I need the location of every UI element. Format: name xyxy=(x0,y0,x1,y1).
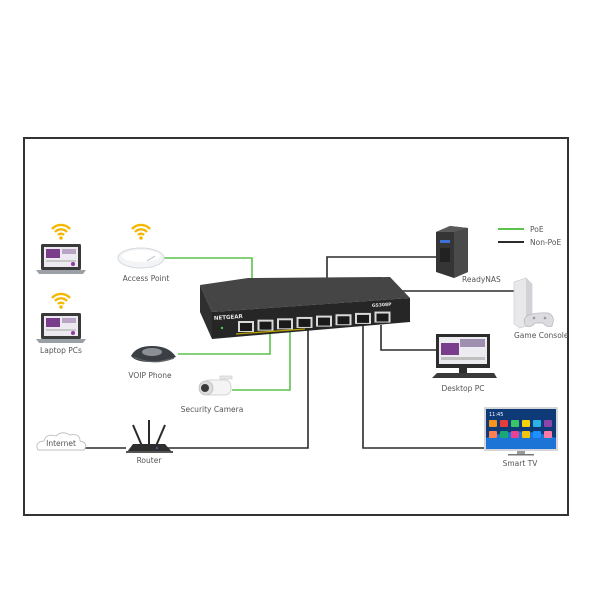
power-led xyxy=(220,326,224,330)
label-smart-tv: Smart TV xyxy=(503,459,539,468)
label-voip-phone: VOIP Phone xyxy=(128,371,172,380)
label-internet: Internet xyxy=(46,439,76,448)
game-console xyxy=(513,277,554,329)
tv-app-tile xyxy=(500,420,508,427)
legend-poe-label: PoE xyxy=(530,225,544,234)
tv-app-tile xyxy=(489,420,497,427)
tv-app-tile xyxy=(544,431,552,438)
tv-app-tile xyxy=(522,420,530,427)
tv-clock: 11:45 xyxy=(489,412,503,418)
laptop-pc-1 xyxy=(36,223,86,274)
tv-app-tile xyxy=(522,431,530,438)
line-desktop-pc xyxy=(380,325,436,351)
tv-app-tile xyxy=(489,431,497,438)
smart-tv: 11:45 xyxy=(484,407,558,456)
access-point xyxy=(117,223,165,269)
label-access-point: Access Point xyxy=(123,274,170,283)
wifi-icon xyxy=(50,292,72,310)
line-smart-tv xyxy=(362,325,484,449)
legend-nonpoe-label: Non-PoE xyxy=(530,238,562,247)
switch-port-4 xyxy=(296,316,313,328)
line-router xyxy=(160,325,309,449)
switch-model: GS308P xyxy=(372,302,393,309)
legend: PoE Non-PoE xyxy=(498,225,562,247)
wifi-icon xyxy=(50,223,72,242)
tv-app-tile xyxy=(511,420,519,427)
tv-app-tile xyxy=(533,420,541,427)
switch-port-8 xyxy=(374,311,391,323)
wifi-icon xyxy=(130,223,152,242)
tv-app-tile xyxy=(511,431,519,438)
netgear-switch: NETGEAR GS308P xyxy=(200,277,410,339)
poe-port-strip xyxy=(235,328,306,335)
switch-port-7 xyxy=(355,312,371,324)
switch-port-3 xyxy=(277,318,293,330)
security-camera xyxy=(198,375,233,396)
line-security-camera xyxy=(232,325,291,391)
voip-phone xyxy=(131,346,176,363)
label-desktop-pc: Desktop PC xyxy=(441,384,484,393)
switch-port-6 xyxy=(335,314,352,326)
diagram-frame xyxy=(23,137,569,516)
switch-port-1 xyxy=(238,321,254,332)
laptop-pc-2 xyxy=(36,292,86,343)
laptop-icon xyxy=(36,313,86,343)
switch-port-2 xyxy=(257,319,274,331)
laptop-icon xyxy=(36,244,86,274)
switch-ports xyxy=(238,311,391,332)
switch-brand: NETGEAR xyxy=(214,314,244,322)
label-game-console: Game Console xyxy=(514,331,569,340)
ready-nas xyxy=(436,226,468,278)
line-voip-phone xyxy=(178,325,271,355)
label-laptop-pcs: Laptop PCs xyxy=(40,346,82,355)
label-ready-nas: ReadyNAS xyxy=(462,275,501,284)
tv-app-tile xyxy=(500,431,508,438)
tv-app-tile xyxy=(533,431,541,438)
switch-port-5 xyxy=(316,315,332,327)
tv-app-tiles xyxy=(489,420,552,438)
router xyxy=(126,420,173,453)
tv-app-tile xyxy=(544,420,552,427)
desktop-pc xyxy=(432,334,497,378)
label-security-camera: Security Camera xyxy=(181,405,244,414)
label-router: Router xyxy=(137,456,163,465)
internet-cloud: Internet xyxy=(36,432,87,451)
